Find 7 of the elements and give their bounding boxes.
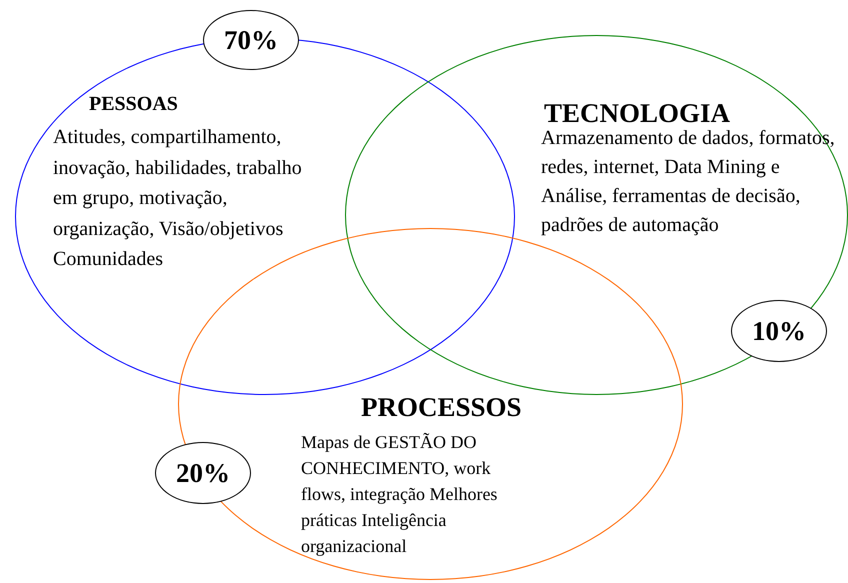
circle-description: Mapas de GESTÃO DO CONHECIMENTO, work flows, integração Melhores práticas Inteligência organizacional <box>301 431 498 558</box>
percentage-bubble: 70% <box>203 10 299 70</box>
circle-heading: PROCESSOS <box>361 392 522 423</box>
circle-heading: PESSOAS <box>89 93 178 116</box>
percentage-bubble: 20% <box>155 442 251 504</box>
circle-heading: TECNOLOGIA <box>544 98 730 129</box>
circle-description: Atitudes, compartilhamento, inovação, habilidades, trabalho em grupo, motivação, organização, Visão/objetivos Comunidades <box>53 125 303 272</box>
